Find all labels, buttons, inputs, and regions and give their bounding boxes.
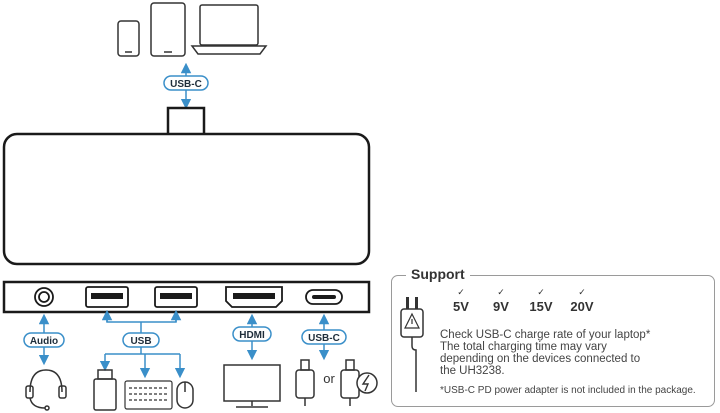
hdmi-label: HDMI [239,330,265,341]
usb-label: USB [130,336,151,347]
support-note-line: depending on the devices connected to [440,353,641,365]
top-usbc-label: USB-C [170,79,202,90]
voltage-20v: ✓ 20V [569,288,595,315]
monitor-icon [223,364,281,408]
support-panel: Support ✓ 5V ✓ 9V ✓ 15V ✓ 20V Check USB-… [391,266,715,407]
hdmi-port [225,286,283,308]
voltage-9v: ✓ 9V [488,288,514,315]
voltage-label: 9V [493,299,509,314]
audio-label-pill [23,332,65,348]
wall-adapter-icon [400,297,424,392]
audio-port [34,287,54,307]
audio-label: Audio [30,336,58,347]
support-note-line: Check USB-C charge rate of your laptop* [440,329,651,341]
support-title: Support [406,266,470,282]
top-usbc-label-pill [163,75,209,91]
usb-c-port [305,289,343,305]
check-icon: ✓ [537,287,545,297]
phone-icon [117,20,140,57]
keyboard-icon [124,380,173,410]
power-adapter-icon [340,359,378,406]
voltage-label: 5V [453,299,469,314]
support-note-line: the UH3238. [440,365,505,377]
voltage-label: 15V [529,299,553,314]
voltage-5v: ✓ 5V [448,288,474,315]
usb-c-cable-icon [295,359,315,406]
headset-icon [25,369,67,411]
tablet-icon [150,2,186,57]
mouse-icon [176,381,194,409]
voltage-15v: ✓ 15V [528,288,554,315]
check-icon: ✓ [578,287,586,297]
or-text: or [323,371,335,386]
support-footnote: *USB-C PD power adapter is not included … [440,385,696,396]
usb-c-connector [166,106,206,137]
check-icon: ✓ [457,287,465,297]
usb-a-port-2 [154,286,198,308]
usb-drive-icon [93,369,117,411]
usb-a-port-1 [85,286,129,308]
hdmi-label-pill [232,326,272,342]
support-note-line: The total charging time may vary [440,341,607,353]
laptop-icon [190,4,268,55]
hub-body [2,132,371,266]
usbc-label: USB-C [308,333,340,344]
voltage-label: 20V [570,299,594,314]
usbc-label-pill [301,329,347,345]
check-icon: ✓ [497,287,505,297]
